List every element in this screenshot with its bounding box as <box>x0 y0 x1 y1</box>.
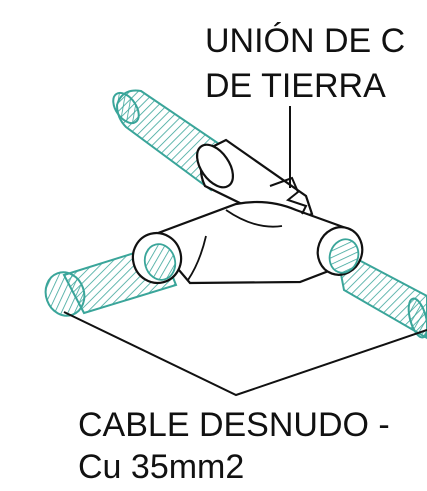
tee-connector <box>131 138 364 285</box>
joint-label-line2: DE TIERRA <box>205 67 386 105</box>
cable-label-line2: Cu 35mm2 <box>78 448 244 486</box>
cable-right <box>334 246 427 340</box>
leader-lines <box>63 106 427 397</box>
cable-label-line1: CABLE DESNUDO - <box>78 406 390 444</box>
joint-label-line1: UNIÓN DE C <box>205 22 405 60</box>
